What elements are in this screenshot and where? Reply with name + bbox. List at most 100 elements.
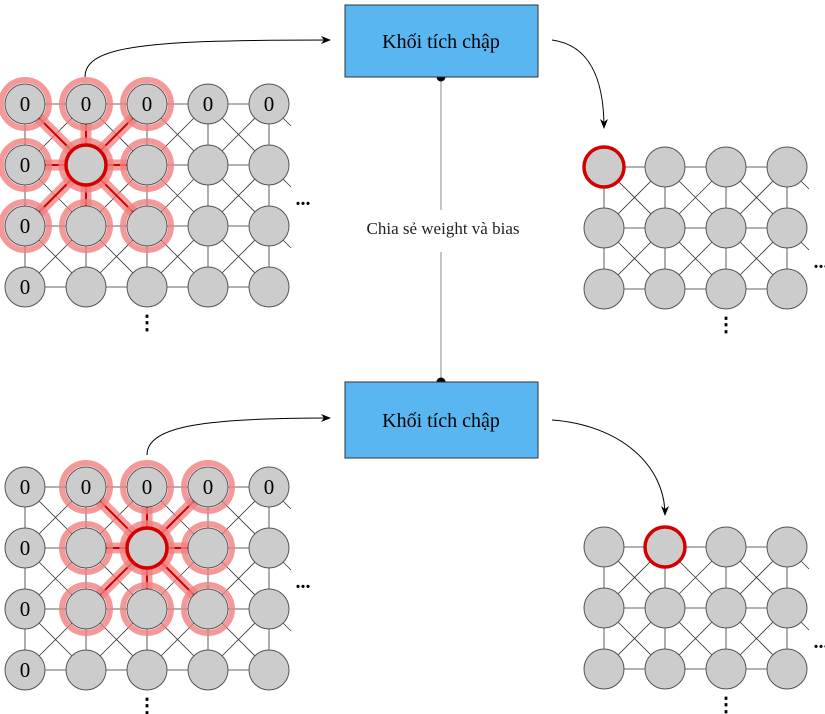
padding-node [4, 83, 46, 125]
grid-nodes: 0 0 0 0 0 0 0 0 [0, 77, 290, 308]
padding-zero-label: 0 [81, 92, 92, 116]
continuation-dots-right: ... [296, 188, 311, 210]
grid-node [126, 144, 168, 186]
grid-nodes [582, 145, 808, 310]
grid-edges [24, 103, 292, 288]
continuation-dots-below: ⋮ [716, 314, 736, 336]
grid-node [187, 588, 229, 630]
grid-node [705, 207, 747, 249]
padding-node [248, 466, 290, 508]
grid-node [766, 207, 808, 249]
grid-node [705, 648, 747, 690]
continuation-dots-below: ⋮ [137, 695, 157, 714]
grid-node [583, 526, 625, 568]
padding-zero-label: 0 [142, 92, 153, 116]
grid-node [187, 144, 229, 186]
grid-node [65, 588, 107, 630]
padding-node [65, 466, 107, 508]
padding-zero-label: 0 [20, 475, 31, 499]
grid-node [248, 266, 290, 308]
node-highlight-ring [59, 77, 113, 131]
node-highlight-ring [120, 199, 174, 253]
padding-node [187, 83, 229, 125]
node-highlight-ring [0, 77, 52, 131]
conv-block-bottom: Khối tích chập [344, 381, 539, 459]
arrow-input-bottom-to-block [146, 414, 331, 456]
conv-block-bottom-label: Khối tích chập [382, 410, 500, 432]
padding-zero-label: 0 [20, 92, 31, 116]
padding-zero-label: 0 [203, 92, 214, 116]
input-grid-top: 0 0 0 0 0 0 0 0... ⋮ [0, 77, 311, 334]
grid-node [248, 649, 290, 691]
continuation-dots-below: ⋮ [137, 312, 157, 334]
padding-zero-label: 0 [81, 475, 92, 499]
node-highlight-ring [181, 582, 235, 636]
grid-node [766, 146, 808, 188]
node-highlight-ring [119, 520, 175, 576]
continuation-dots-right: ... [814, 251, 825, 273]
padding-zero-label: 0 [20, 214, 31, 238]
grid-node [583, 648, 625, 690]
node-highlight-ring [120, 77, 174, 131]
grid-node [65, 527, 107, 569]
node-highlight-ring [59, 521, 113, 575]
padding-zero-label: 0 [142, 475, 153, 499]
grid-node [644, 268, 686, 310]
grid-node [644, 207, 686, 249]
grid-node [248, 588, 290, 630]
grid-node [65, 205, 107, 247]
padding-zero-label: 0 [20, 658, 31, 682]
output-grid-bottom: ... ⋮ [583, 525, 825, 714]
grid-node [705, 587, 747, 629]
padding-zero-label: 0 [20, 275, 31, 299]
grid-node [65, 649, 107, 691]
node-highlight-ring [120, 460, 174, 514]
conv-block-top: Khối tích chập [344, 4, 539, 78]
grid-node [644, 146, 686, 188]
grid-node [766, 268, 808, 310]
arrow-input-top-to-block [84, 36, 331, 78]
padding-zero-label: 0 [20, 597, 31, 621]
grid-node [583, 268, 625, 310]
arrow-block-bottom-to-output [551, 419, 669, 516]
grid-node [187, 527, 229, 569]
padding-node [4, 144, 46, 186]
active-node [643, 525, 687, 569]
node-highlight-ring [181, 460, 235, 514]
grid-node [248, 144, 290, 186]
padding-zero-label: 0 [20, 153, 31, 177]
continuation-dots-right: ... [814, 631, 825, 653]
node-highlight-ring [120, 582, 174, 636]
shared-weight-label: Chia sẻ weight và bias [367, 219, 520, 238]
continuation-dots-right: ... [296, 571, 311, 593]
node-highlight-ring [59, 460, 113, 514]
grid-node [705, 268, 747, 310]
grid-node [248, 205, 290, 247]
padding-node [4, 527, 46, 569]
node-highlight-ring [181, 521, 235, 575]
padding-node [248, 83, 290, 125]
grid-node [766, 587, 808, 629]
grid-node [644, 587, 686, 629]
grid-node [65, 266, 107, 308]
grid-nodes [583, 525, 808, 690]
node-highlight-ring [59, 199, 113, 253]
padding-zero-label: 0 [264, 475, 275, 499]
grid-node [705, 146, 747, 188]
grid-node [126, 266, 168, 308]
padding-node [4, 205, 46, 247]
grid-node [187, 266, 229, 308]
node-highlight-ring [120, 138, 174, 192]
node-highlight-ring [0, 138, 52, 192]
active-node [64, 143, 108, 187]
grid-node [248, 527, 290, 569]
grid-node [766, 648, 808, 690]
padding-zero-label: 0 [264, 92, 275, 116]
grid-node [705, 526, 747, 568]
padding-node [4, 466, 46, 508]
continuation-dots-below: ⋮ [716, 694, 736, 714]
padding-node [4, 266, 46, 308]
